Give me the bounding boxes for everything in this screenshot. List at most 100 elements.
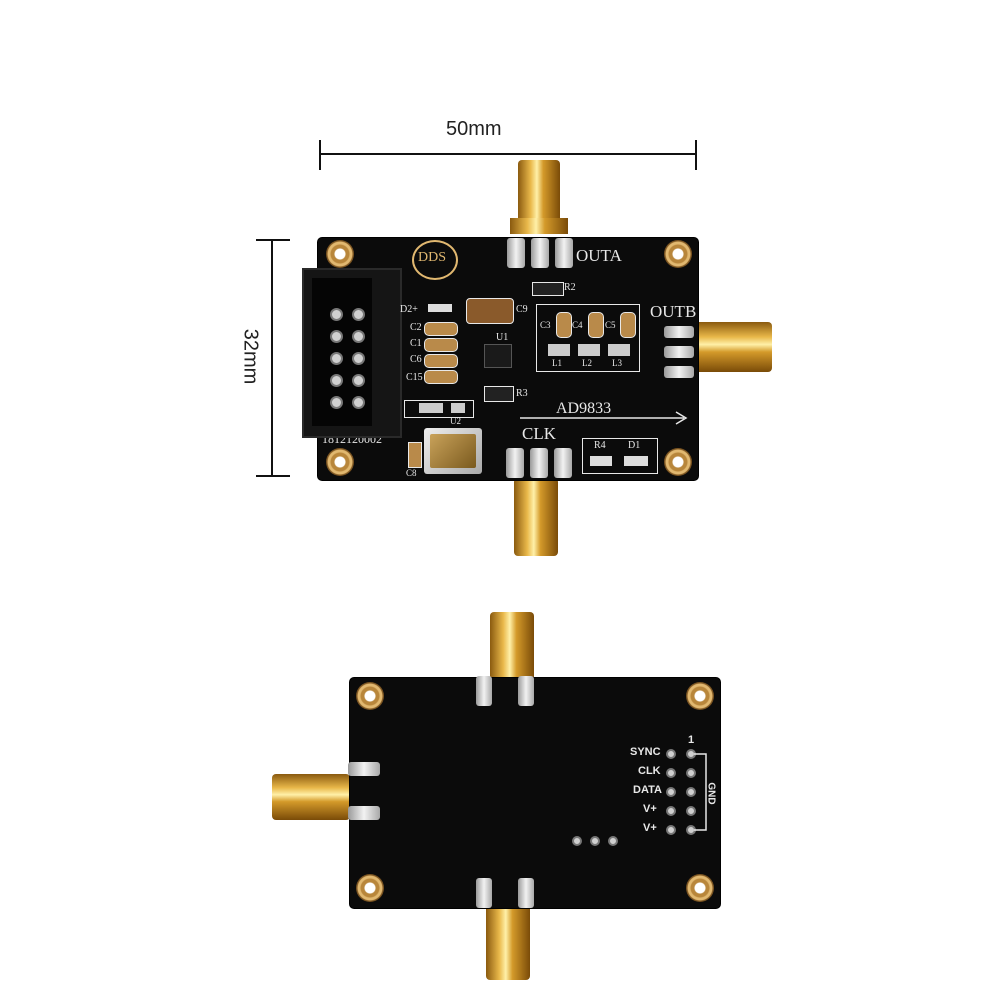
capacitor [588,312,604,338]
sma-left-connector [272,774,350,820]
test-point [572,836,582,846]
jumper-pad [419,403,443,413]
r4-d1-section [582,438,658,474]
capacitor-c8 [408,442,422,468]
ref-c3: C3 [540,320,551,330]
pin-label-data: DATA [633,784,662,796]
capacitor [556,312,572,338]
mounting-hole [664,448,692,476]
pcb-back [350,678,720,908]
ref-c5: C5 [605,320,616,330]
sma-outa-flange [510,218,568,234]
solder-pad [476,878,492,908]
label-outa: OUTA [576,246,622,265]
capacitor [424,322,458,336]
pin-label-sync: SYNC [630,746,661,758]
ref-r3: R3 [516,388,528,399]
ref-c4: C4 [572,320,583,330]
inductor [608,344,630,356]
pin-hole [666,825,676,835]
mounting-hole [356,874,384,902]
led-d1 [624,456,648,466]
capacitor [424,354,458,368]
solder-pad [530,448,548,478]
header-pin [330,308,343,321]
resistor-r4 [590,456,612,466]
ref-c8: C8 [406,468,417,478]
header-pin [352,330,365,343]
ref-c9: C9 [516,304,528,315]
label-outb: OUTB [650,302,697,321]
capacitor [424,338,458,352]
inductor [548,344,570,356]
header-pin [352,374,365,387]
ref-l1: L1 [552,358,562,368]
solder-pad [348,806,380,820]
mounting-hole [326,240,354,268]
header-pin [330,374,343,387]
ref-c1: C1 [410,338,422,349]
solder-pad [531,238,549,268]
test-point [608,836,618,846]
pin-hole [666,787,676,797]
jumper-pad [451,403,465,413]
gnd-label: GND [705,782,717,805]
mounting-hole [664,240,692,268]
header-pin [352,352,365,365]
sma-outa-connector [518,160,560,228]
solder-pad [476,676,492,706]
inductor [578,344,600,356]
pin-label-vplus: V+ [643,803,657,815]
resistor-r2 [532,282,564,296]
mounting-hole [686,874,714,902]
ref-l2: L2 [582,358,592,368]
header-pin [330,330,343,343]
label-clk: CLK [522,424,556,443]
ref-r4: R4 [594,440,606,451]
solder-pad [664,326,694,338]
filter-section [536,304,640,372]
pin-one-marker: 1 [688,734,695,746]
pin-label-clk: CLK [638,765,661,777]
label-chip: AD9833 [556,400,612,417]
pin-hole [666,806,676,816]
header-pin [352,396,365,409]
pin-label-vplus: V+ [643,822,657,834]
arrow-line [520,411,688,425]
solder-pad [555,238,573,268]
pin-hole [686,768,696,778]
pin-hole [686,787,696,797]
ref-u2: U2 [450,416,461,426]
diode-d2 [428,304,452,312]
crystal-oscillator [424,428,482,474]
mounting-hole [326,448,354,476]
dds-logo-text: DDS [418,250,447,265]
header-pin [352,308,365,321]
solder-pad [518,878,534,908]
solder-pad [554,448,572,478]
pin-hole [686,806,696,816]
ref-c15: C15 [406,372,423,383]
idc-header [302,268,402,438]
solder-pad [507,238,525,268]
ref-d2: D2+ [400,304,418,315]
oscillator-can [430,434,476,468]
ref-d1: D1 [628,440,641,451]
sma-top-connector [490,612,534,684]
solder-pad [506,448,524,478]
mounting-hole [686,682,714,710]
jumper-u2 [404,400,474,418]
dds-logo: DDS [412,240,458,280]
ref-l3: L3 [612,358,622,368]
capacitor [620,312,636,338]
pin-hole [666,768,676,778]
sma-bottom-connector [486,900,530,980]
solder-pad [664,346,694,358]
pin-hole [666,749,676,759]
mounting-hole [356,682,384,710]
height-dimension-line [256,239,290,477]
header-pin [330,396,343,409]
chip-u1 [484,344,512,368]
width-dimension-line [319,140,697,170]
width-label: 50mm [446,118,502,140]
